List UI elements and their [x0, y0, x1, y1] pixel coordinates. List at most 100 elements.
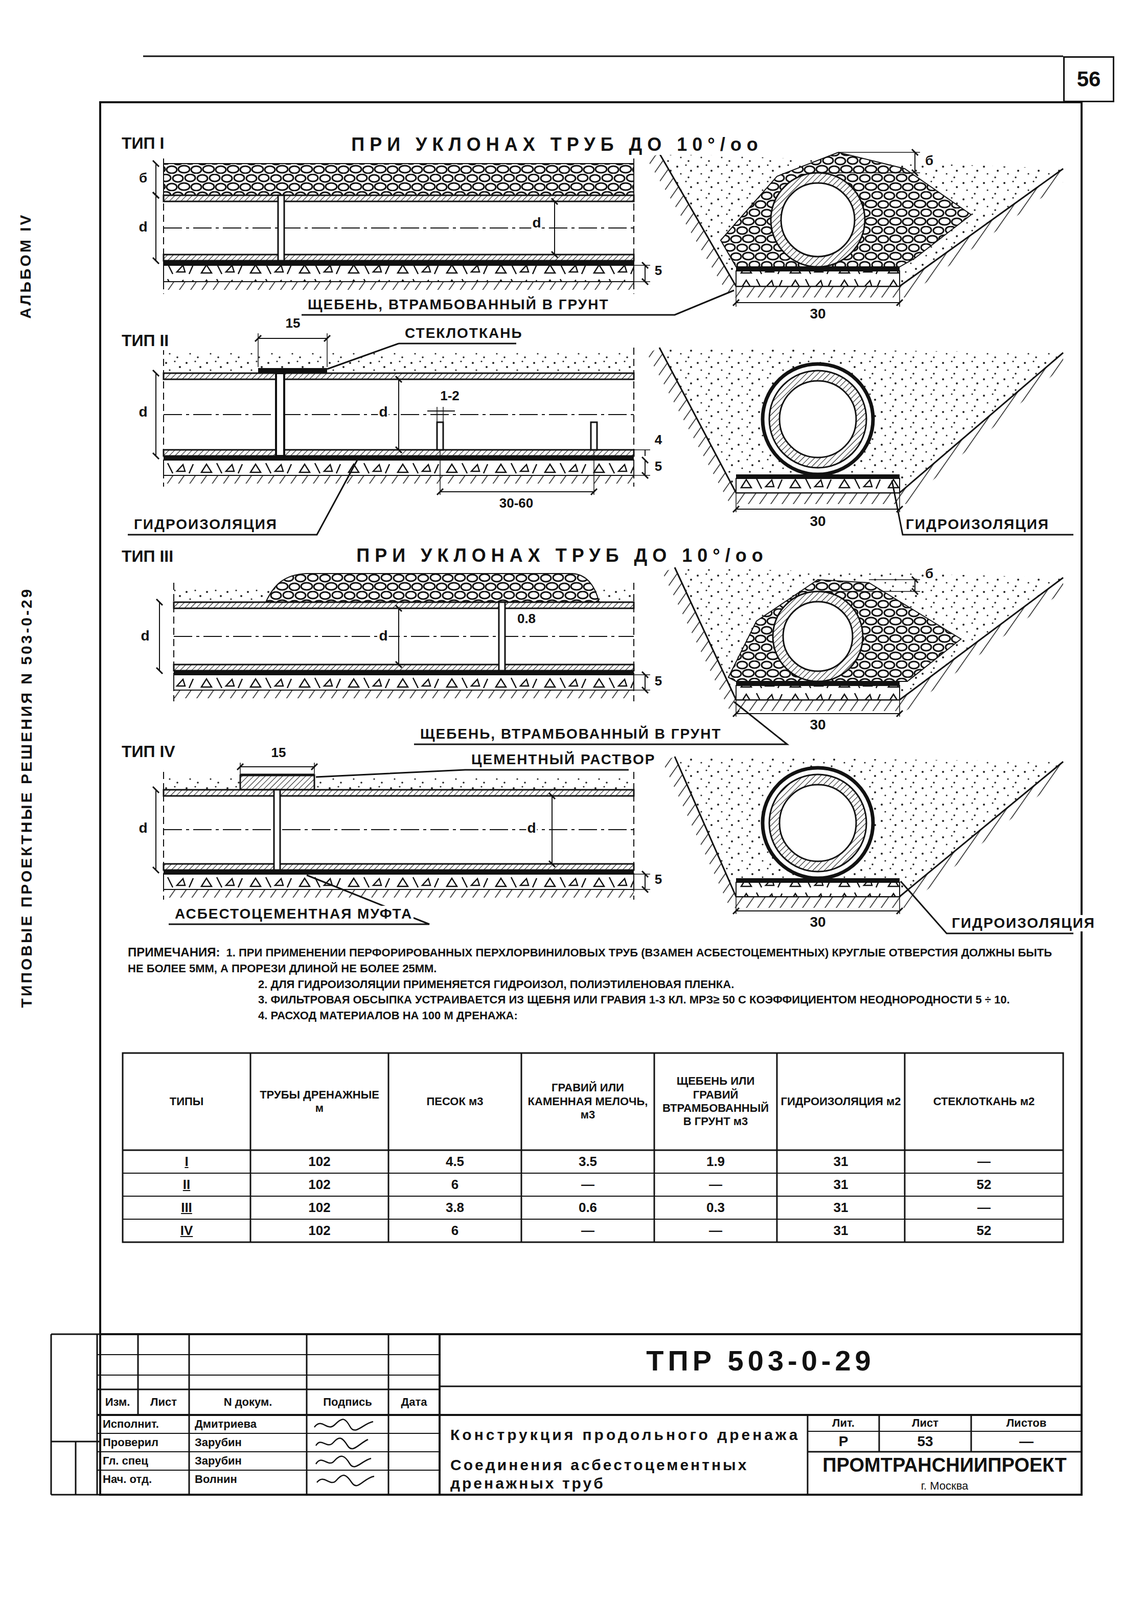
type2-longitudinal [163, 352, 634, 374]
type2-cross-section [769, 370, 867, 468]
type3-longitudinal [173, 602, 634, 609]
type2-cross-section [647, 347, 1074, 535]
materials-table-grid [520, 1052, 523, 1243]
table-cell: — [655, 1220, 776, 1241]
table-cell: IV [124, 1220, 249, 1241]
table-cell: — [522, 1174, 653, 1195]
type2-longitudinal [163, 347, 165, 487]
material-callout: АСБЕСТОЦЕМЕНТНАЯ МУФТА [173, 905, 414, 923]
title-block-grid [438, 1334, 441, 1495]
type2-longitudinal [633, 474, 651, 476]
type2-cross-section [899, 492, 901, 513]
type2-longitudinal [442, 406, 444, 423]
type2-cross-section [779, 380, 857, 458]
type4-longitudinal [313, 762, 315, 774]
materials-table-grid [387, 1052, 390, 1243]
type3-cross-section [783, 601, 853, 672]
title-block-text: Лист [139, 1390, 188, 1414]
type4-longitudinal [163, 776, 634, 790]
table-header: ПЕСОК м3 [390, 1054, 520, 1149]
title-block-text: N докум. [190, 1390, 306, 1414]
dimension: 5 [653, 673, 663, 690]
dimension: 15 [284, 315, 302, 332]
dimension: б [138, 170, 149, 187]
table-cell: 52 [906, 1220, 1062, 1241]
signature [316, 1475, 375, 1486]
type1-cross-section [736, 270, 900, 287]
type3-cross-section [414, 701, 788, 745]
type2-longitudinal [440, 491, 594, 493]
title-block-text: Проверил [98, 1434, 188, 1451]
type4-cross-section [736, 882, 900, 897]
type3-cross-section [674, 567, 1064, 700]
type4-cross-section [735, 896, 737, 914]
table-header: ТРУБЫ ДРЕНАЖНЫЕ м [251, 1054, 387, 1149]
type1-cross-section [899, 286, 901, 307]
type2-cross-section [659, 347, 1064, 493]
table-cell: 31 [778, 1151, 904, 1172]
type4-longitudinal [240, 773, 315, 777]
sheet-frame [51, 56, 1082, 1495]
title-block-text: — [972, 1432, 1081, 1451]
materials-table-grid [122, 1195, 1064, 1197]
type4-longitudinal [163, 863, 634, 870]
type4-longitudinal [633, 873, 651, 875]
table-cell: III [124, 1197, 249, 1218]
type2-longitudinal [398, 342, 517, 345]
type3-longitudinal [633, 674, 651, 676]
type2-longitudinal [398, 379, 400, 450]
dimension: 30 [808, 716, 827, 733]
dimension: 1-2 [439, 388, 461, 404]
type3-longitudinal [633, 689, 651, 691]
page-number-box: 56 [1063, 56, 1115, 103]
section-heading: ПРИ УКЛОНАХ ТРУБ ДО 10°/оо [350, 133, 764, 155]
notes-block: ПРИМЕЧАНИЯ:1. ПРИ ПРИМЕНЕНИИ ПЕРФОРИРОВА… [127, 943, 1069, 1024]
type1-longitudinal [155, 195, 157, 261]
dimension: d [137, 218, 149, 236]
type4-cross-section [736, 878, 900, 883]
table-cell: 1.9 [655, 1151, 776, 1172]
material-callout: ГИДРОИЗОЛЯЦИЯ [904, 516, 1051, 533]
table-cell: — [906, 1151, 1062, 1172]
type4-longitudinal [633, 771, 635, 900]
dimension: 15 [270, 745, 288, 761]
type2-longitudinal [437, 422, 444, 450]
materials-table-grid [122, 1218, 1064, 1220]
title-block-grid [100, 1333, 1082, 1336]
type1-longitudinal [155, 163, 157, 196]
table-cell: 102 [251, 1151, 387, 1172]
material-callout: ЩЕБЕНЬ, ВТРАМБОВАННЫЙ В ГРУНТ [306, 296, 611, 313]
type1-longitudinal [163, 260, 634, 266]
type2-longitudinal [258, 337, 328, 339]
title-block-text: Дмитриева [190, 1416, 306, 1432]
title-block-text: Изм. [98, 1390, 137, 1414]
sheet-frame [50, 1334, 53, 1495]
dimension: 30-60 [498, 495, 535, 512]
type-label: ТИП I [120, 133, 166, 153]
type2-longitudinal [127, 459, 358, 535]
title-block-text: Р [809, 1432, 878, 1451]
note-text: 3. ФИЛЬТРОВАЯ ОБСЫПКА УСТРАИВАЕТСЯ ИЗ ЩЕ… [127, 992, 1069, 1008]
type2-longitudinal [257, 333, 259, 367]
material-callout: СТЕКЛОТКАНЬ [403, 325, 524, 342]
series-title: ТИПОВЫЕ ПРОЕКТНЫЕ РЕШЕНИЯ N 503-0-29 [17, 586, 36, 1009]
type1-cross-section [720, 152, 972, 267]
signature [315, 1456, 372, 1467]
type1-longitudinal [278, 195, 285, 261]
type3-longitudinal [173, 664, 634, 671]
table-cell: 31 [778, 1220, 904, 1241]
type4-longitudinal [240, 766, 315, 768]
type2-cross-section [736, 474, 900, 479]
type2-longitudinal [439, 450, 441, 495]
sheet-frame [100, 102, 1082, 1495]
title-block-text: Дата [390, 1390, 439, 1414]
title-block-grid [188, 1334, 191, 1495]
type4-longitudinal [163, 789, 634, 796]
type2-longitudinal [276, 373, 285, 456]
type1-longitudinal [554, 201, 556, 255]
title-block-grid [96, 1334, 99, 1495]
type1-longitudinal [155, 158, 651, 294]
title-block-grid [439, 1385, 1082, 1388]
